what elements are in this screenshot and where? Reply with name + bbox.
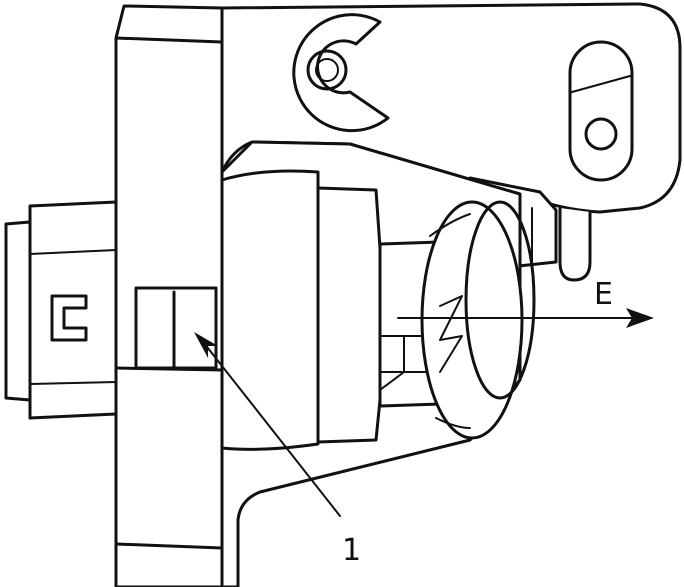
stamp-c-mark xyxy=(50,294,88,342)
callout-1: 1 xyxy=(194,332,361,568)
rotor-section-2 xyxy=(316,186,382,444)
left-connector xyxy=(4,200,118,420)
label-e: E xyxy=(594,277,613,312)
adjust-slot xyxy=(568,40,634,182)
pivot-bolt-outer xyxy=(306,49,348,91)
pulley-disk xyxy=(420,200,524,440)
rotor-section-1 xyxy=(220,169,320,451)
pivot-bolt-inner xyxy=(315,58,339,82)
rotor-assembly xyxy=(220,169,536,451)
slot-bolt xyxy=(584,117,618,151)
sensor-window xyxy=(134,286,218,370)
mounting-flange xyxy=(114,4,224,587)
label-1: 1 xyxy=(342,533,361,568)
pulley-rim xyxy=(464,200,536,400)
direction-arrow-e: E xyxy=(397,277,654,328)
pivot-c-cutout xyxy=(292,13,390,133)
linkage-pin xyxy=(558,208,592,282)
